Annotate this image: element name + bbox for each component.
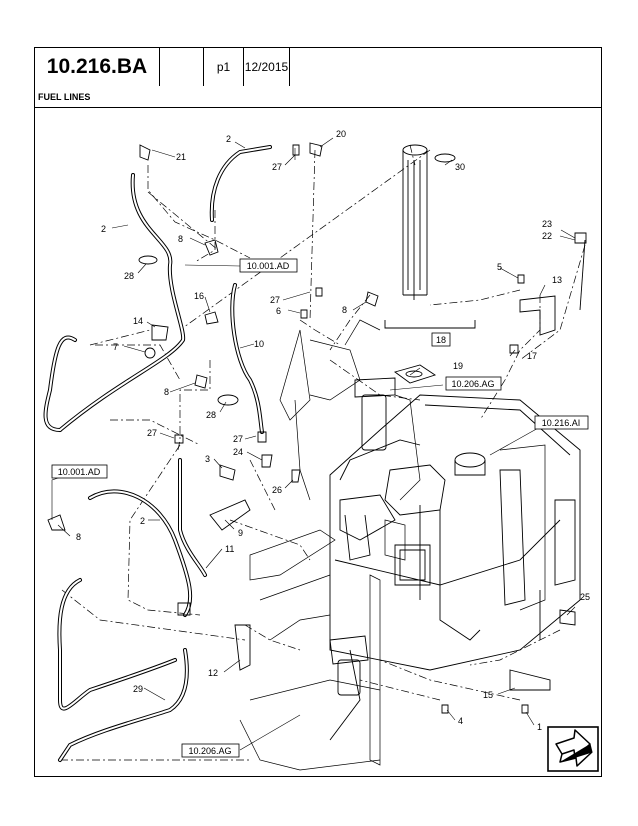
callout-9: 9 [238,528,243,538]
fuel-tank [329,394,581,741]
revision-date-line2: 5 [281,60,289,74]
page-number: p1 [204,48,244,86]
callout-15: 15 [483,690,493,700]
header-blank-cell [160,48,204,86]
fuel-sender-unit [384,144,476,329]
callout-11: 11 [225,544,234,554]
callout-3: 3 [205,454,210,464]
gasket [393,364,486,476]
callout-labels: 21 2 27 20 30 2 8 28 23 22 5 13 16 27 6 … [76,129,590,732]
page-title: FUEL LINES [35,86,601,108]
ref-10-206-ag-bottom[interactable]: 10.206.AG [188,746,231,756]
callout-22: 22 [542,231,552,241]
page-frame: 10.216.BA p1 12/201 5 FUEL LINES [34,47,602,777]
revision-date-line1: 12/201 [244,60,282,74]
filter-assembly-upper [339,377,396,561]
next-page-arrow-icon[interactable] [547,726,599,772]
callout-26: 26 [272,485,282,495]
callout-7: 7 [113,342,118,352]
callout-12: 12 [208,668,218,678]
callout-16: 16 [194,291,204,301]
callout-5: 5 [497,262,502,272]
callout-19: 19 [453,361,463,371]
callout-18: 18 [436,335,446,345]
reference-boxes [51,258,589,758]
hoses-inner [44,146,271,761]
callout-27-mid: 27 [270,295,280,305]
callout-8-left: 8 [76,532,81,542]
callout-24: 24 [233,447,243,457]
callout-8-mid: 8 [164,387,169,397]
callout-2-top: 2 [226,134,231,144]
callout-27-left: 27 [147,428,157,438]
callout-27-right: 27 [233,434,243,444]
callout-30: 30 [455,162,465,172]
ref-10-206-ag-mid[interactable]: 10.206.AG [451,379,494,389]
callout-2-lower: 2 [140,516,145,526]
callout-2-left: 2 [101,224,106,234]
filter-assembly-lower [329,635,369,696]
callout-21: 21 [176,152,186,162]
callout-25: 25 [580,592,590,602]
callout-27-top: 27 [272,162,282,172]
ref-10-001-ad-top[interactable]: 10.001.AD [247,261,290,271]
ref-10-216-ai[interactable]: 10.216.AI [542,418,581,428]
callout-6: 6 [276,306,281,316]
chassis [239,319,546,771]
callout-4: 4 [458,716,463,726]
leader-lines [51,137,576,751]
callout-28-top: 28 [124,271,134,281]
callout-1: 1 [537,722,542,732]
section-code: 10.216.BA [35,48,160,86]
assembly-lines [60,144,586,761]
ref-10-001-ad-left[interactable]: 10.001.AD [58,467,101,477]
callout-20: 20 [336,129,346,139]
callout-8-top: 8 [178,234,183,244]
hardware-parts [47,142,587,714]
callout-17: 17 [527,351,537,361]
callout-28-mid: 28 [206,410,216,420]
callout-10: 10 [254,339,264,349]
callout-23: 23 [542,219,552,229]
callout-29: 29 [133,684,143,694]
revision-date: 12/201 5 [244,48,290,86]
callout-14: 14 [133,316,143,326]
callout-13: 13 [552,275,562,285]
callout-8-right: 8 [342,305,347,315]
